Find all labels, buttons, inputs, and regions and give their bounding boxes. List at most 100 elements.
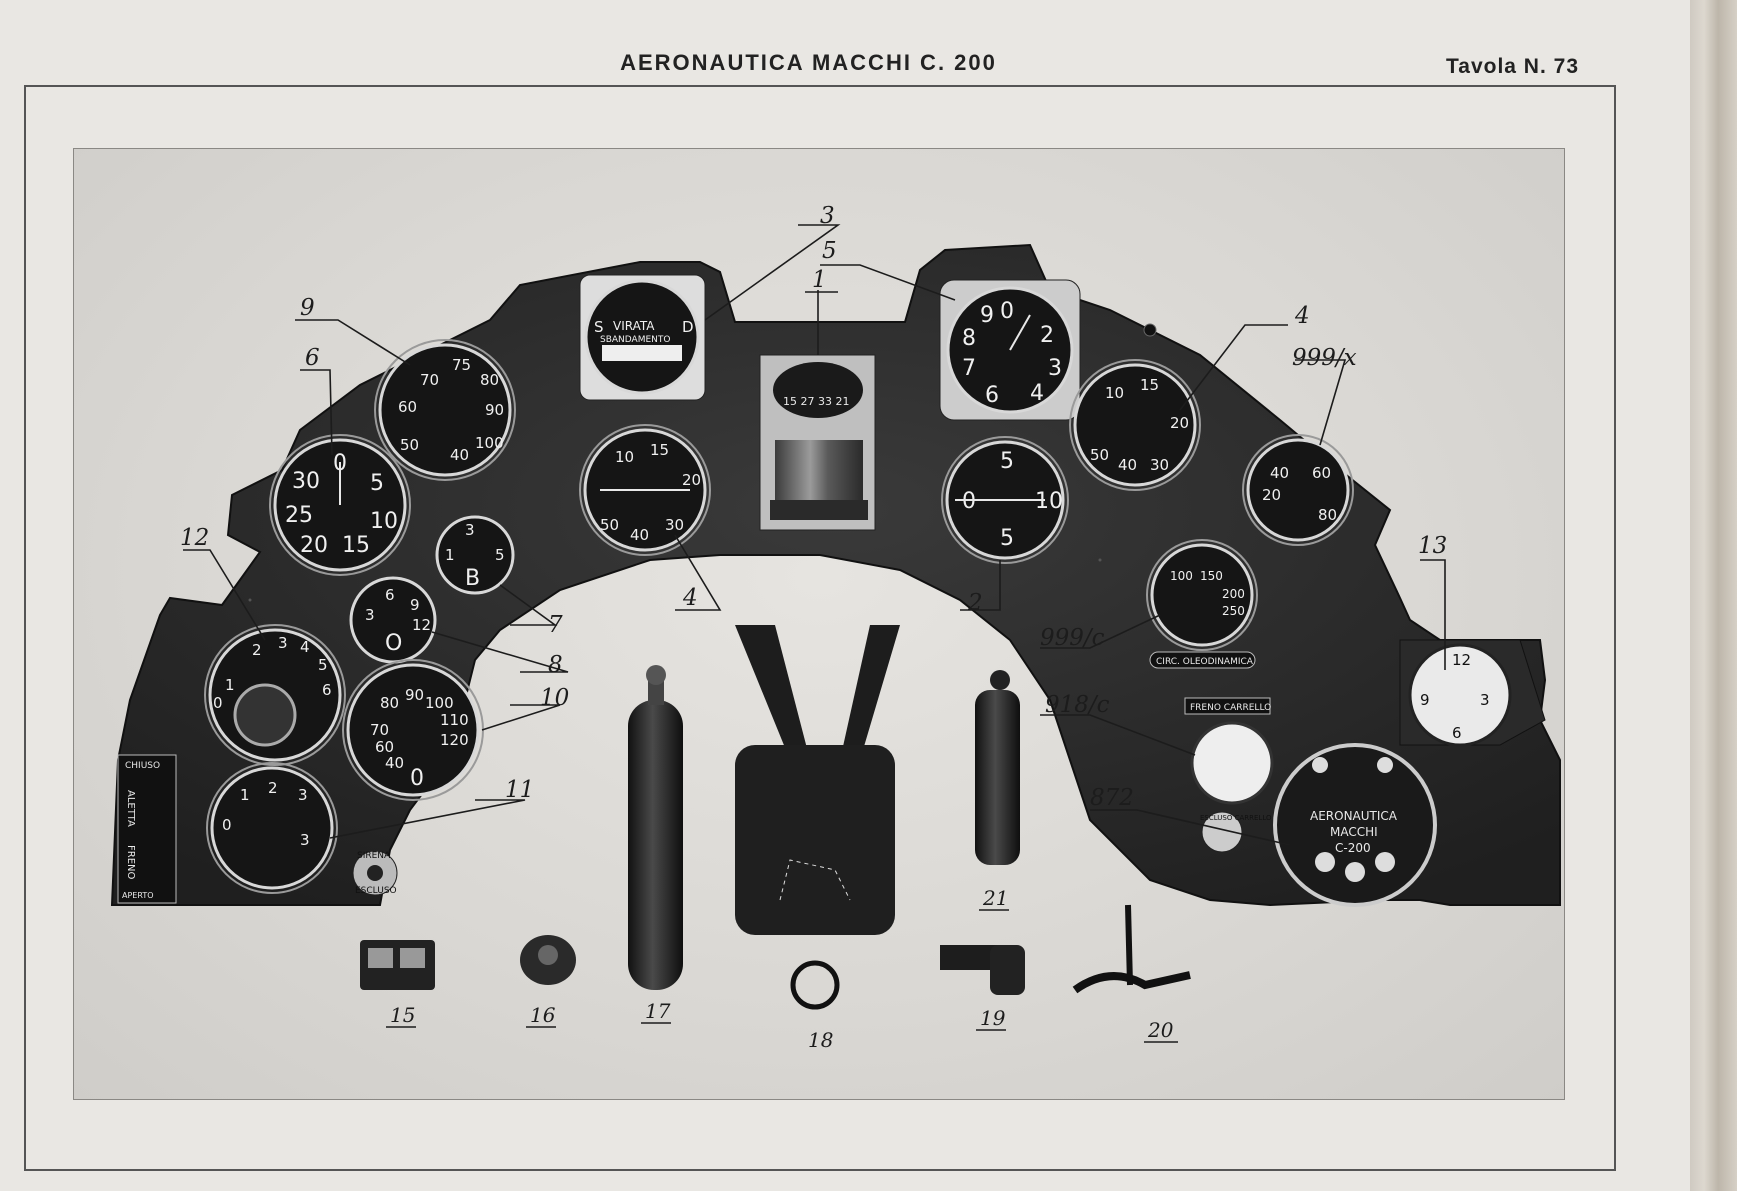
svg-text:C-200: C-200	[1335, 841, 1371, 855]
svg-text:20: 20	[1170, 414, 1189, 432]
svg-text:50: 50	[400, 436, 419, 454]
svg-text:7: 7	[962, 356, 976, 381]
svg-text:3: 3	[1480, 691, 1490, 709]
svg-text:CHIUSO: CHIUSO	[125, 761, 160, 771]
svg-text:60: 60	[398, 398, 417, 416]
label-7: 7	[548, 612, 563, 638]
page-frame	[24, 85, 1616, 1171]
svg-text:FRENO CARRELLO: FRENO CARRELLO	[1190, 703, 1271, 713]
svg-text:15: 15	[342, 533, 370, 558]
svg-text:10: 10	[1035, 489, 1063, 514]
svg-text:0: 0	[410, 766, 424, 791]
page-title: AERONAUTICA MACCHI C. 200	[620, 50, 997, 75]
svg-text:3: 3	[298, 786, 308, 804]
label-3: 3	[820, 203, 835, 229]
svg-text:40: 40	[385, 754, 404, 772]
svg-text:VIRATA: VIRATA	[613, 319, 655, 333]
svg-text:5: 5	[1000, 449, 1014, 474]
accessory-16	[520, 935, 576, 985]
undercarriage-switch-872: ESCLUSO CARRELLO	[1200, 811, 1272, 853]
svg-text:90: 90	[405, 686, 424, 704]
svg-text:6: 6	[985, 383, 999, 408]
svg-text:ESCLUSO CARRELLO: ESCLUSO CARRELLO	[1200, 814, 1272, 822]
label-20: 20	[1147, 1018, 1174, 1042]
svg-text:8: 8	[962, 326, 976, 351]
svg-text:9: 9	[410, 596, 420, 614]
label-999x: 999/x	[1292, 345, 1357, 371]
label-10: 10	[540, 685, 569, 711]
svg-text:40: 40	[630, 526, 649, 544]
svg-text:40: 40	[1270, 464, 1289, 482]
svg-text:ALETTA: ALETTA	[125, 790, 136, 827]
svg-text:90: 90	[485, 401, 504, 419]
svg-text:1: 1	[445, 546, 455, 564]
svg-text:120: 120	[440, 731, 469, 749]
svg-text:SBANDAMENTO: SBANDAMENTO	[600, 335, 670, 345]
brake-pressure-gauge-918c: FRENO CARRELLO	[1184, 697, 1274, 805]
svg-text:75: 75	[452, 356, 471, 374]
label-1: 1	[812, 267, 827, 293]
svg-text:100: 100	[1170, 569, 1193, 583]
gauge-7: 3 5 1 B	[435, 515, 515, 595]
svg-text:25: 25	[285, 503, 313, 528]
svg-text:5: 5	[370, 471, 384, 496]
svg-text:2: 2	[268, 779, 278, 797]
svg-text:B: B	[465, 566, 480, 591]
svg-text:0: 0	[1000, 299, 1014, 324]
svg-text:50: 50	[600, 516, 619, 534]
svg-text:5: 5	[318, 656, 328, 674]
svg-text:40: 40	[450, 446, 469, 464]
svg-text:APERTO: APERTO	[122, 891, 154, 900]
label-16: 16	[530, 1003, 556, 1027]
leader-lines	[183, 224, 1446, 846]
svg-text:3: 3	[1048, 356, 1062, 381]
svg-text:0: 0	[213, 694, 223, 712]
svg-text:70: 70	[370, 721, 389, 739]
oxygen-cylinder-17	[628, 665, 683, 990]
label-4-left: 4	[682, 585, 698, 611]
label-12: 12	[180, 525, 209, 551]
label-8: 8	[548, 652, 563, 678]
svg-text:SIRENA: SIRENA	[357, 851, 391, 861]
svg-text:100: 100	[475, 434, 504, 452]
svg-text:9: 9	[1420, 691, 1430, 709]
svg-text:9: 9	[980, 303, 994, 328]
plate-number: Tavola N. 73	[1446, 55, 1579, 78]
label-872: 872	[1090, 785, 1134, 811]
svg-text:30: 30	[292, 469, 320, 494]
label-11: 11	[505, 777, 534, 803]
svg-text:6: 6	[385, 586, 395, 604]
svg-text:3: 3	[300, 831, 310, 849]
svg-text:5: 5	[495, 546, 505, 564]
svg-text:80: 80	[1318, 506, 1337, 524]
svg-text:0: 0	[962, 489, 976, 514]
svg-text:20: 20	[1262, 486, 1281, 504]
svg-text:110: 110	[440, 711, 469, 729]
parachute-harness-18	[735, 625, 900, 1010]
hydraulic-gauge-999c: 100 150 200 250 CIRC. OLEODINAMICA	[1146, 539, 1258, 669]
svg-text:3: 3	[365, 606, 375, 624]
svg-text:150: 150	[1200, 569, 1223, 583]
svg-text:3: 3	[465, 521, 475, 539]
clock-13: 12 3 6 9	[1399, 639, 1546, 747]
label-13: 13	[1418, 533, 1447, 559]
svg-text:12: 12	[412, 616, 431, 634]
label-19: 19	[980, 1006, 1006, 1030]
svg-text:2: 2	[1040, 323, 1054, 348]
accessory-20	[1072, 904, 1191, 994]
svg-text:10: 10	[370, 509, 398, 534]
svg-text:5: 5	[1000, 526, 1014, 551]
svg-text:10: 10	[615, 448, 634, 466]
svg-text:20: 20	[682, 471, 701, 489]
svg-text:15: 15	[650, 441, 669, 459]
label-21: 21	[982, 886, 1008, 910]
svg-text:MACCHI: MACCHI	[1330, 825, 1378, 839]
label-17: 17	[645, 999, 671, 1023]
book-page-edge	[1690, 0, 1737, 1191]
siren-switch: SIRENA ESCLUSO	[352, 850, 398, 896]
svg-text:1: 1	[225, 676, 235, 694]
